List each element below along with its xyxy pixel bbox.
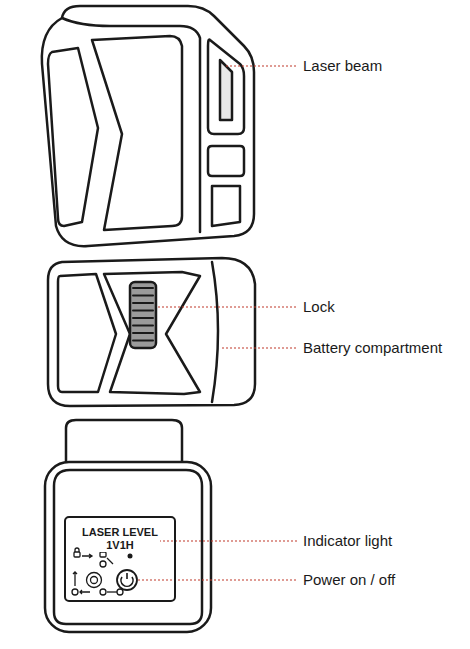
lock-slider [130, 282, 156, 348]
part-label: Power on / off [301, 571, 397, 589]
device-body [45, 462, 211, 632]
label-panel: LASER LEVEL 1V1H [64, 516, 176, 602]
top-cap [66, 420, 182, 466]
lock-rib [133, 310, 153, 312]
laser-slit [220, 60, 232, 120]
leader-line [222, 347, 298, 348]
part-label: Lock [301, 298, 337, 316]
side-panel [212, 186, 240, 226]
part-label: Indicator light [301, 532, 394, 550]
lock-rib [133, 317, 153, 319]
leader-line [138, 579, 298, 580]
part-label: Laser beam [301, 57, 384, 75]
laser-window [208, 40, 244, 134]
battery-cover-line [212, 262, 218, 402]
lock-rib [133, 325, 153, 327]
side-panel [58, 274, 116, 392]
product-label: LASER LEVEL 1V1H [80, 526, 160, 552]
panel-icons [72, 548, 137, 595]
lower-window [208, 146, 244, 176]
indicator-light [128, 554, 133, 559]
lock-rib [133, 302, 153, 304]
lock-rib [133, 287, 153, 289]
leader-line [226, 65, 298, 66]
device-body [48, 258, 255, 406]
side-panel [92, 36, 182, 230]
device-body [42, 6, 254, 246]
lock-rib [133, 295, 153, 297]
part-label: Battery compartment [301, 339, 444, 357]
front-face [54, 470, 202, 624]
side-panel [48, 48, 98, 226]
lock-rib [133, 340, 153, 342]
side-panel [104, 272, 200, 394]
leader-line [158, 306, 298, 307]
lock-rib [133, 332, 153, 334]
